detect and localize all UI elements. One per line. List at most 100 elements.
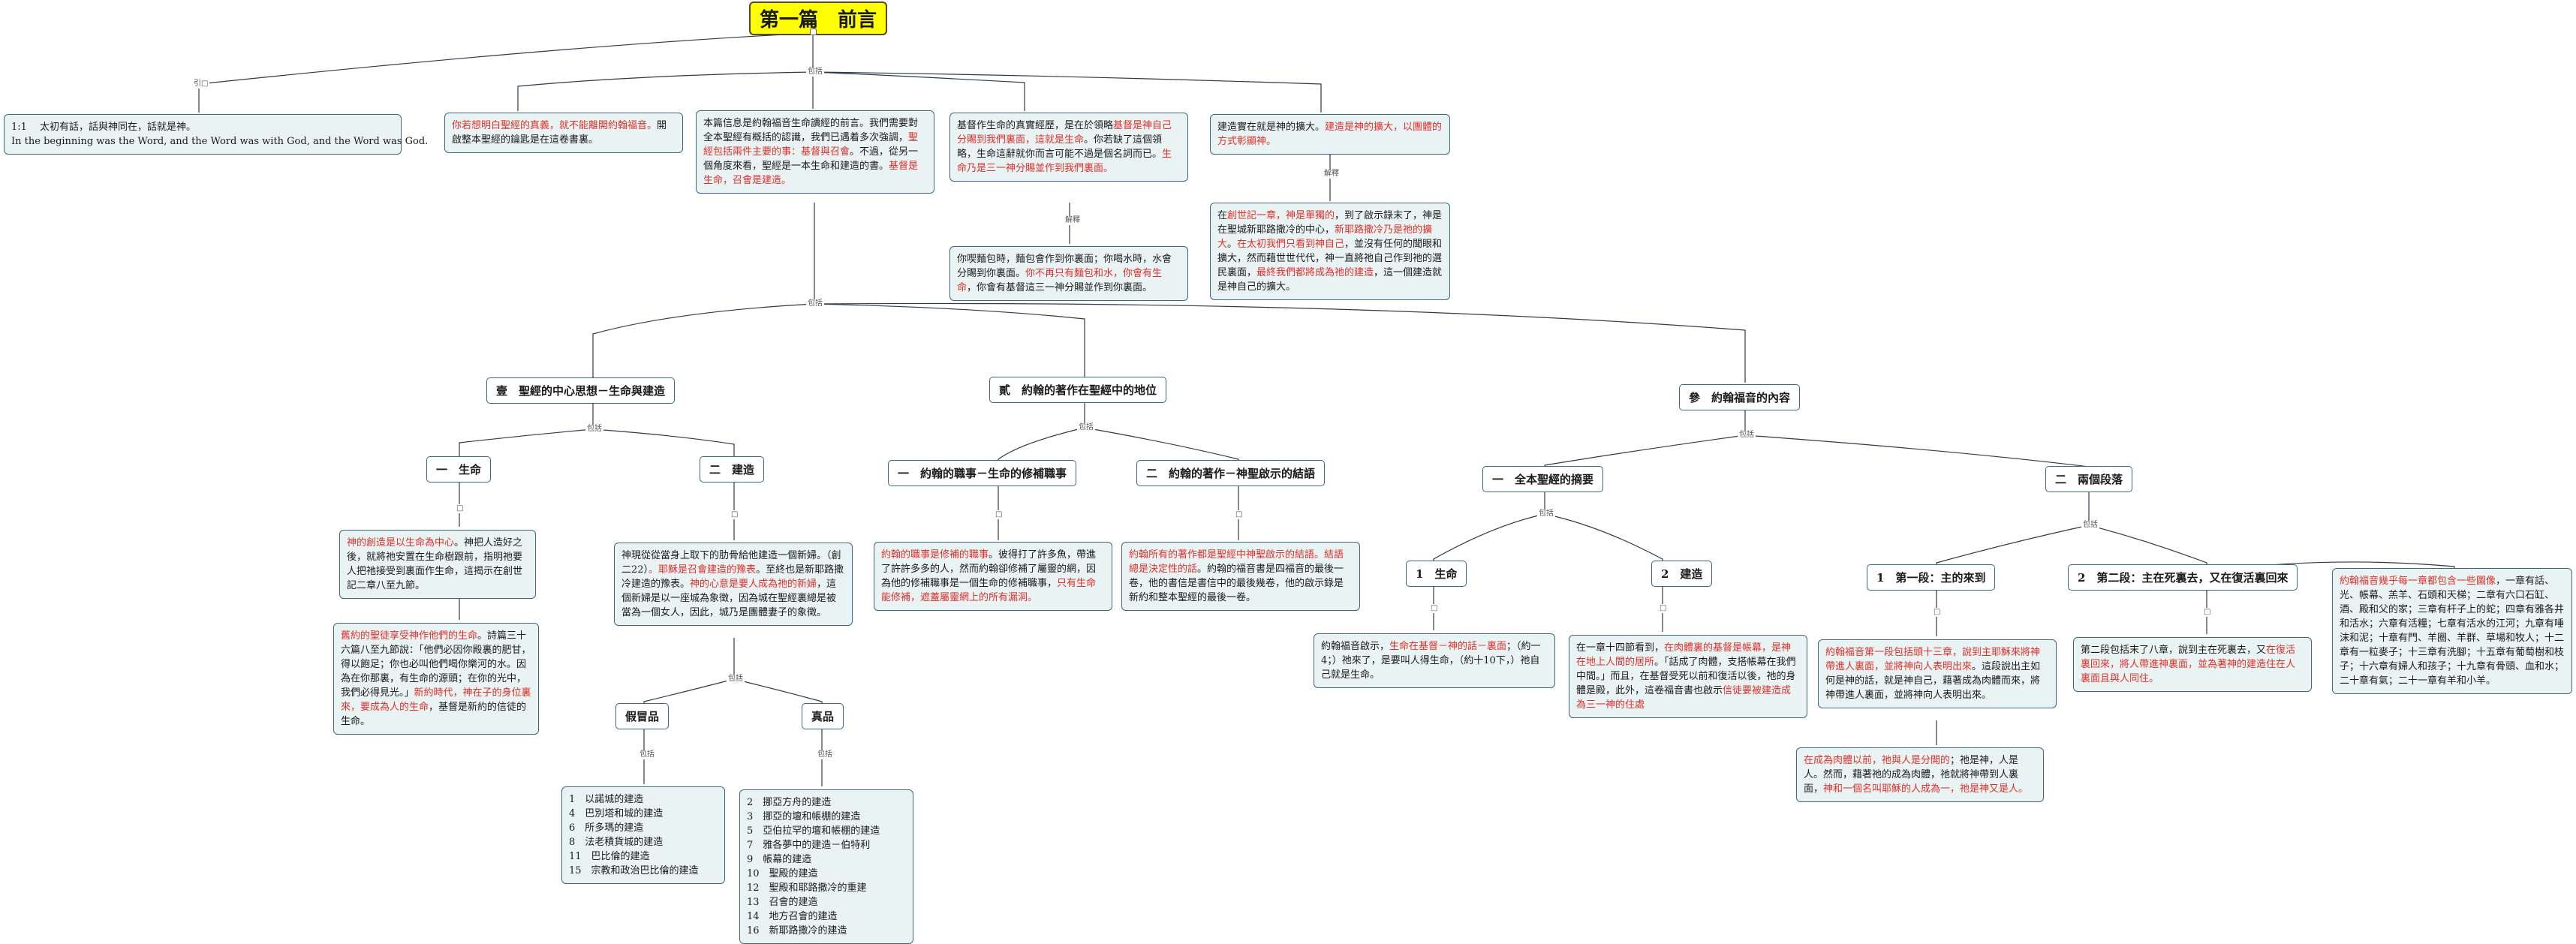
list-item: 16 新耶路撒冷的建造: [747, 925, 847, 936]
highlight-text: 你不再只有麵包和水，你會有生命: [957, 268, 1163, 293]
highlight-text: 在肉體裏的基督是帳幕，是神在地上人間的居所: [1576, 642, 1792, 668]
highlight-text: 在成為肉體以前，祂與人是分開的: [1804, 755, 1951, 766]
note-key-of-bible[interactable]: 你若想明白聖經的真義，就不能離開約翰福音。開啟整本聖經的鑰匙是在這卷書裏。: [444, 113, 683, 153]
body-text: In the beginning was the Word, and the W…: [11, 136, 429, 147]
highlight-text: 在復活裏回來，將人帶進神裏面，並為著神的建造住在人裏面且與人同住。: [2081, 645, 2296, 684]
highlight-text: 生命在基督－神的話－裏面: [1389, 641, 1507, 652]
topic-section-one[interactable]: 1 第一段：主的來到: [1867, 564, 1996, 591]
body-text: 。至終也是新耶路撒冷建造的豫表。: [621, 564, 844, 590]
body-text: ，這個新婦是以一座城為象徵，因為城在聖經裏總是被當為一個女人，因此，城乃是團體妻…: [621, 579, 837, 618]
link-label-small: □: [730, 510, 740, 519]
note-new-bride[interactable]: 神現從從當身上取下的肋骨給他建造一個新婦。（創二22）。耶穌是召會建造的豫表。至…: [614, 543, 853, 626]
highlight-text: 你若想明白聖經的真義，就不能離開約翰福音。: [452, 120, 658, 131]
highlight-text: 舊約的聖徒享受神作他們的生命: [341, 630, 478, 642]
topic-life[interactable]: 一 生命: [426, 456, 492, 483]
body-text: ，並沒有任何的聞眼和擴大，然而藉世世代代，神一直將祂自己作到祂的選民裏面，: [1217, 239, 1443, 278]
highlight-text: 神的創造是以生命為中心: [347, 537, 455, 549]
body-text: 。「話成了肉體，支搭帳幕在我們中間。」而且，在基督受死以前和復活以後，祂的身體是…: [1576, 657, 1796, 696]
note-christ-as-life[interactable]: 基督作生命的真實經歷，是在於領略基督是神自己分賜到我們裏面，這就是生命。你若缺了…: [949, 113, 1188, 182]
highlight-text: 信徒要被建造成為三一神的住處: [1576, 685, 1792, 711]
body-text: ；祂是神，人是人。然而，藉著祂的成為肉體，祂就將神帶到人裏面，: [1804, 755, 2019, 795]
note-mending-ministry[interactable]: 約翰的職事是修補的職事。彼得打了許多魚，帶進了許許多多的人，然而約翰卻修補了屬靈…: [874, 542, 1112, 611]
list-item: 12 聖殿和耶路撒冷的重建: [747, 882, 867, 894]
body-text: 在一章十四節看到，: [1576, 642, 1665, 654]
root-topic[interactable]: 第一篇 前言: [749, 2, 888, 35]
body-text: ，到了啟示錄末了，神是在聖城新耶路撒冷的中心，: [1217, 210, 1443, 236]
body-text: ；（約一4；）祂來了，是要叫人得生命，（約十10下，）祂自己就是生命。: [1321, 641, 1541, 681]
collapse-toggle-icon[interactable]: [810, 29, 817, 35]
body-text: ，基督是新約的信徒的生命。: [341, 702, 527, 727]
list-item: 6 所多瑪的建造: [569, 822, 644, 834]
note-before-incarnation[interactable]: 在成為肉體以前，祂與人是分開的；祂是神，人是人。然而，藉著祂的成為肉體，祂就將神…: [1796, 747, 2044, 802]
highlight-text: 最終我們都將成為祂的建造: [1256, 267, 1374, 278]
highlight-text: 生命乃是三一神分賜並作到我們裏面。: [957, 149, 1172, 174]
quote-john-1-1[interactable]: 1:1 太初有話，話與神同在，話就是神。 In the beginning was…: [4, 114, 428, 155]
note-tabernacle-temple[interactable]: 在一章十四節看到，在肉體裏的基督是帳幕，是神在地上人間的居所。「話成了肉體，支搭…: [1569, 635, 1807, 718]
highlight-text: 聖經包括兩件主要的事：基督與召會: [703, 132, 919, 158]
note-ot-saints-life[interactable]: 舊約的聖徒享受神作他們的生命。詩篇三十六篇八至九節說：「他們必因你殿裏的肥甘，得…: [333, 623, 539, 735]
link-label-small: □: [1658, 604, 1669, 613]
highlight-text: 神的心意是要人成為祂的新婦: [690, 579, 817, 590]
body-text: 在: [1217, 210, 1228, 221]
list-item: 8 法老積貨城的建造: [569, 837, 664, 848]
topic-bible-summary[interactable]: 一 全本聖經的摘要: [1482, 466, 1604, 492]
link-label-includes: 包括: [1077, 423, 1095, 432]
topic-section-two[interactable]: 2 第二段：主在死裏去，又在復活裏回來: [2068, 564, 2298, 591]
link-label-small: □: [1932, 608, 1943, 617]
note-section-one-detail[interactable]: 約翰福音第一段包括頭十三章，說到主耶穌來將神帶進人裏面，並將神向人表明出來。這段…: [1818, 639, 2057, 708]
topic-summary-building[interactable]: 2 建造: [1651, 561, 1713, 587]
body-text: 。: [1227, 239, 1238, 250]
highlight-text: 基督是生命，召會是建造。: [703, 161, 919, 186]
topic-summary-life[interactable]: 1 生命: [1406, 561, 1467, 587]
body-text: 神現從從當身上取下的肋骨給他建造一個新婦。（創二22）: [621, 550, 841, 576]
body-text: 1:1 太初有話，話與神同在，話就是神。: [11, 122, 197, 133]
note-genesis-to-revelation[interactable]: 在創世記一章，神是單獨的，到了啟示錄末了，神是在聖城新耶路撒冷的中心，新耶路撒冷…: [1210, 203, 1450, 300]
body-text: ，這一個建造就是神自己的擴大。: [1217, 267, 1443, 293]
link-label-includes: 包括: [585, 425, 603, 434]
topic-john-writings-position[interactable]: 貳 約翰的著作在聖經中的地位: [989, 377, 1167, 403]
topic-two-sections[interactable]: 二 兩個段落: [2045, 466, 2133, 492]
link-label-small: □: [2202, 608, 2213, 617]
body-text: 。彼得打了許多魚，帶進了許許多多的人，然而約翰卻修補了屬靈的網，因為他的修補職事…: [881, 549, 1097, 589]
link-label-small: □: [994, 510, 1004, 519]
list-item: 11 巴比倫的建造: [569, 851, 650, 862]
link-label-quote: 引□: [192, 80, 210, 89]
list-item: 3 挪亞的壇和帳棚的建造: [747, 811, 861, 822]
link-label-small: □: [1429, 604, 1440, 613]
body-text: 。這段說出主如何是神的話，就是神自己，藉著成為肉體而來，將神帶進人裏面，並將神向…: [1825, 661, 2041, 701]
note-building-enlargement[interactable]: 建造實在就是神的擴大。建造是神的擴大，以團體的方式彰顯神。: [1210, 114, 1450, 155]
topic-genuine[interactable]: 真品: [802, 703, 844, 729]
link-label-explain: 解釋: [1064, 216, 1082, 225]
topic-john-gospel-content[interactable]: 參 約翰福音的內容: [1679, 384, 1801, 410]
note-life-in-word[interactable]: 約翰福音啟示，生命在基督－神的話－裏面；（約一4；）祂來了，是要叫人得生命，（約…: [1314, 633, 1555, 688]
highlight-text: 神和一個名叫耶穌的人成為一，祂是神又是人。: [1823, 783, 2029, 795]
topic-counterfeit[interactable]: 假冒品: [615, 703, 670, 729]
body-text: 開啟整本聖經的鑰匙是在這卷書裏。: [452, 120, 667, 146]
highlight-text: 約翰所有的著作都是聖經中神聖啟示的結語。結語總是決定性的話: [1129, 549, 1344, 575]
topic-john-writings-conclusion[interactable]: 二 約翰的著作－神聖啟示的結語: [1136, 460, 1326, 486]
note-pictures-in-chapters[interactable]: 約翰福音幾乎每一章都包含一些圖像，一章有話、光、帳幕、羔羊、石頭和天梯；二章有六…: [2332, 568, 2572, 694]
topic-john-ministry[interactable]: 一 約翰的職事－生命的修補職事: [888, 460, 1077, 486]
body-text: 。你若缺了這個領略，生命這辭就你而言可能不過是個名詞而已。: [957, 134, 1163, 160]
note-preface-life-building[interactable]: 本篇信息是約翰福音生命讀經的前言。我們需要對全本聖經有概括的認識，我們已遇着多次…: [696, 110, 934, 194]
note-creation-centered-life[interactable]: 神的創造是以生命為中心。神把人造好之後，就將祂安置在生命樹跟前，指明祂要人把祂接…: [339, 530, 536, 599]
link-label-includes: 包括: [2081, 521, 2099, 530]
list-item: 7 雅各夢中的建造－伯特利: [747, 840, 871, 851]
topic-central-thought[interactable]: 壹 聖經的中心思想－生命與建造: [486, 377, 676, 404]
highlight-text: 創世記一章，神是單獨的: [1227, 210, 1335, 221]
link-label-includes: 包括: [806, 68, 824, 77]
body-text: 約翰福音啟示，: [1321, 641, 1390, 652]
list-item: 15 宗教和政治巴比倫的建造: [569, 865, 699, 876]
link-label-small: □: [455, 504, 465, 513]
topic-building[interactable]: 二 建造: [700, 456, 765, 483]
note-concluding-word[interactable]: 約翰所有的著作都是聖經中神聖啟示的結語。結語總是決定性的話。約翰的福音書是四福音…: [1121, 542, 1360, 611]
body-text: 。不過，從另一個角度來看，聖經是一本生命和建造的書。: [703, 146, 919, 172]
highlight-text: 新耶路撒冷乃是祂的擴大: [1217, 224, 1433, 250]
note-section-two-detail[interactable]: 第二段包括末了八章，說到主在死裏去，又在復活裏回來，將人帶進神裏面，並為著神的建…: [2073, 637, 2312, 692]
note-bread-and-water[interactable]: 你喫麵包時，麵包會作到你裏面；你喝水時，水會分賜到你裏面。你不再只有麵包和水，你…: [949, 246, 1188, 301]
body-text: 你喫麵包時，麵包會作到你裏面；你喝水時，水會分賜到你裏面。: [957, 254, 1172, 279]
link-label-includes: 包括: [638, 750, 656, 759]
